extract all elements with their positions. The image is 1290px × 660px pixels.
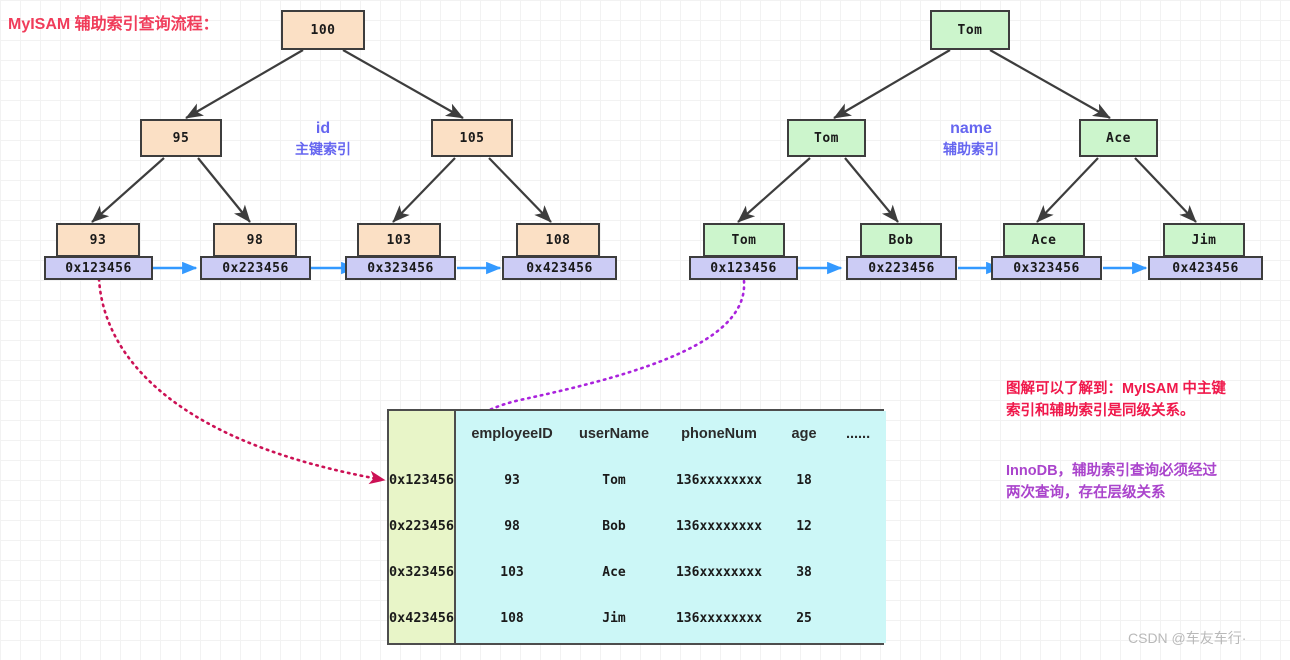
table-row[interactable]: 98 Bob 136xxxxxxxx 12 <box>456 503 886 549</box>
data-table-header-row: employeeID userName phoneNum age ...... <box>456 411 886 457</box>
primary-leaf-key-2[interactable]: 103 <box>357 223 441 257</box>
column-header-age: age <box>791 426 817 442</box>
secondary-index-label-line1: name <box>950 120 992 137</box>
secondary-leaf-pointer-2[interactable]: 0x323456 <box>991 256 1102 280</box>
cell-age: 18 <box>796 472 812 488</box>
data-table-pointer-column: 0x123456 0x223456 0x323456 0x423456 <box>389 411 457 643</box>
data-table-pointer-cell[interactable]: 0x423456 <box>389 610 455 626</box>
cell-employeeid: 103 <box>500 564 524 580</box>
primary-leaf-pointer-2[interactable]: 0x323456 <box>345 256 456 280</box>
csdn-watermark: CSDN @车友车行· <box>1128 630 1247 646</box>
cell-employeeid: 93 <box>504 472 520 488</box>
cell-age: 25 <box>796 610 812 626</box>
data-table-pointer-cell[interactable]: 0x123456 <box>389 472 455 488</box>
cell-phonenum: 136xxxxxxxx <box>675 518 763 534</box>
cell-phonenum: 136xxxxxxxx <box>675 610 763 626</box>
data-table-pointer-cell[interactable]: 0x323456 <box>389 564 455 580</box>
primary-leaf-key-3[interactable]: 108 <box>516 223 600 257</box>
column-header-employeeid: employeeID <box>471 426 553 442</box>
secondary-leaf-pointer-3[interactable]: 0x423456 <box>1148 256 1263 280</box>
note-innodb-line2: 两次查询，存在层级关系 <box>1006 485 1166 502</box>
cell-username: Ace <box>602 564 626 580</box>
cell-phonenum: 136xxxxxxxx <box>675 564 763 580</box>
secondary-index-label: name 辅助索引 <box>916 118 1026 158</box>
secondary-leaf-key-0[interactable]: Tom <box>703 223 785 257</box>
secondary-root-node[interactable]: Tom <box>930 10 1010 50</box>
cell-username: Tom <box>602 472 626 488</box>
primary-leaf-pointer-1[interactable]: 0x223456 <box>200 256 311 280</box>
primary-index-label-line2: 主键索引 <box>295 140 351 157</box>
secondary-level2-node-0[interactable]: Tom <box>787 119 866 157</box>
data-table-pointer-cell[interactable]: 0x223456 <box>389 518 455 534</box>
secondary-leaf-key-2[interactable]: Ace <box>1003 223 1085 257</box>
cell-username: Jim <box>602 610 626 626</box>
secondary-leaf-pointer-0[interactable]: 0x123456 <box>689 256 798 280</box>
secondary-index-label-line2: 辅助索引 <box>943 140 999 157</box>
cell-employeeid: 108 <box>500 610 524 626</box>
cell-employeeid: 98 <box>504 518 520 534</box>
note-innodb-line1: InnoDB，辅助索引查询必须经过 <box>1006 463 1218 479</box>
cell-age: 38 <box>796 564 812 580</box>
primary-level2-node-1[interactable]: 105 <box>431 119 513 157</box>
primary-index-label: id 主键索引 <box>268 118 378 158</box>
table-row[interactable]: 103 Ace 136xxxxxxxx 38 <box>456 549 886 595</box>
note-myisam-line1: 图解可以了解到：MyISAM 中主键 <box>1006 381 1226 397</box>
secondary-level2-node-1[interactable]: Ace <box>1079 119 1158 157</box>
primary-root-node[interactable]: 100 <box>281 10 365 50</box>
note-myisam-line2: 索引和辅助索引是同级关系。 <box>1006 403 1195 420</box>
secondary-leaf-key-3[interactable]: Jim <box>1163 223 1245 257</box>
secondary-leaf-pointer-1[interactable]: 0x223456 <box>846 256 957 280</box>
data-table: 0x123456 0x223456 0x323456 0x423456 empl… <box>387 409 887 645</box>
cell-username: Bob <box>602 518 626 534</box>
primary-leaf-pointer-3[interactable]: 0x423456 <box>502 256 617 280</box>
secondary-leaf-key-1[interactable]: Bob <box>860 223 942 257</box>
note-myisam: 图解可以了解到：MyISAM 中主键 索引和辅助索引是同级关系。 <box>1006 378 1290 423</box>
cell-phonenum: 136xxxxxxxx <box>675 472 763 488</box>
primary-leaf-pointer-0[interactable]: 0x123456 <box>44 256 153 280</box>
page-title: MyISAM 辅助索引查询流程： <box>8 16 219 33</box>
table-row[interactable]: 93 Tom 136xxxxxxxx 18 <box>456 457 886 503</box>
primary-leaf-key-0[interactable]: 93 <box>56 223 140 257</box>
column-header-phonenum: phoneNum <box>681 426 757 442</box>
column-header-more: ...... <box>845 426 871 442</box>
table-row[interactable]: 108 Jim 136xxxxxxxx 25 <box>456 595 886 641</box>
primary-level2-node-0[interactable]: 95 <box>140 119 222 157</box>
cell-age: 12 <box>796 518 812 534</box>
data-table-body: employeeID userName phoneNum age ...... … <box>456 411 887 643</box>
primary-leaf-key-1[interactable]: 98 <box>213 223 297 257</box>
note-innodb: InnoDB，辅助索引查询必须经过 两次查询，存在层级关系 <box>1006 460 1290 505</box>
pointer-column-header-spacer <box>389 411 454 457</box>
column-header-username: userName <box>578 426 650 442</box>
primary-index-label-line1: id <box>315 120 331 137</box>
